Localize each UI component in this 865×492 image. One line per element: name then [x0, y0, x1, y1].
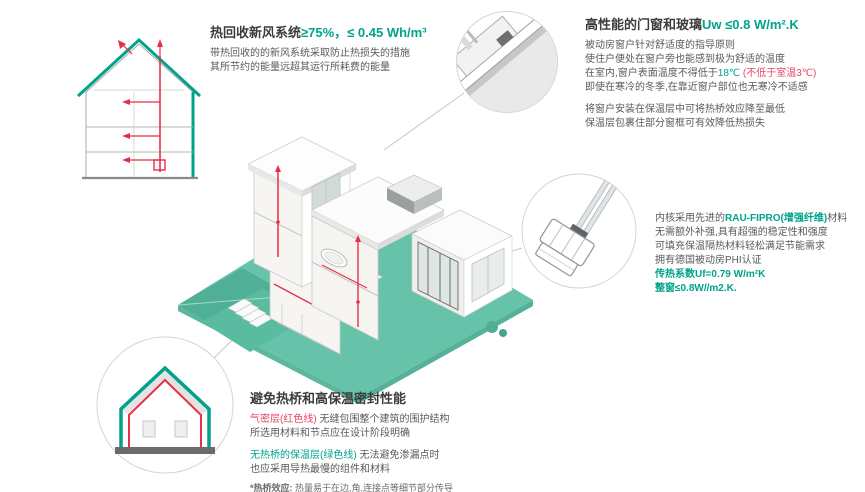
- thermal-footnote: *热桥效应: 热量易于在边,角,连接点等细节部分传导: [250, 483, 454, 492]
- text-line: 保温层包裹住部分窗框可有效降低热损失: [585, 118, 765, 129]
- window-detail-illustration: [456, 11, 558, 113]
- profile-section: 内核采用先进的RAU-FIPRO(增强纤维)材料 无需额外补强,具有超强的稳定性…: [655, 212, 865, 296]
- spacer: [250, 441, 560, 449]
- window-profile-illustration: [521, 173, 637, 289]
- ventilation-title: 热回收新风系统≥75%，≤ 0.45 Wh/m³: [210, 22, 480, 41]
- text-line: 整窗≤0.8W//m2.K.: [655, 283, 737, 294]
- text-line: 在室内,窗户表面温度不得低于18℃ (不低于室温3℃): [585, 68, 817, 79]
- thermal-section: 避免热桥和高保温密封性能 气密层(红色线) 无缝包围整个建筑的围护结构 所选用材…: [250, 388, 560, 492]
- stairs: [227, 298, 274, 328]
- text-line: 被动房窗户针对舒适度的指导原则: [585, 40, 735, 51]
- insulation-layer-line: [119, 365, 211, 447]
- duct-tower: [275, 165, 281, 257]
- text-line: 无需额外补强,具有超强的稳定性和强度: [655, 227, 828, 238]
- text-line: 内核采用先进的RAU-FIPRO(增强纤维)材料: [655, 213, 848, 224]
- text-line: 无热桥的保温层(绿色线) 无法避免渗漏点时: [250, 450, 440, 461]
- ventilation-title-value: ≥75%，≤ 0.45 Wh/m³: [301, 25, 427, 40]
- windows-section: 高性能的门窗和玻璃Uw ≤0.8 W/m².K 被动房窗户针对舒适度的指导原则 …: [585, 14, 863, 131]
- text-line: 可填充保温隔热材料轻松满足节能需求: [655, 241, 825, 252]
- thermal-title: 避免热桥和高保温密封性能: [250, 391, 407, 406]
- mid-block-cutaway: [311, 174, 445, 341]
- text-line: 也应采用导热最慢的组件和材料: [250, 464, 390, 475]
- text-line: 即使在寒冷的冬季,在靠近窗户部位也无寒冷不适感: [585, 82, 808, 93]
- text-line: 其所节约的能量远超其运行所耗费的能量: [210, 62, 390, 73]
- ventilation-title-text: 热回收新风系统: [210, 25, 302, 40]
- text-line: 所选用材料和节点应在设计阶段明确: [250, 428, 410, 439]
- glazed-wing: [411, 209, 513, 318]
- text-line: 将窗户安装在保温层中可将热桥效应降至最低: [585, 104, 785, 115]
- thermal-envelope-illustration: [96, 336, 234, 474]
- duct-mid: [321, 235, 368, 327]
- spacer: [585, 95, 863, 103]
- text-line: 使住户便处在窗户旁也能感到极为舒适的温度: [585, 54, 785, 65]
- airtight-layer-line: [128, 378, 202, 447]
- insulated-roof-line: [76, 37, 202, 98]
- text-line: 气密层(红色线) 无缝包围整个建筑的围护结构: [250, 414, 450, 425]
- text-line: 带热回收的的新风系统采取防止热损失的措施: [210, 48, 410, 59]
- windows-title-value: Uw ≤0.8 W/m².K: [702, 17, 799, 32]
- ventilation-duct: [118, 39, 166, 172]
- ventilation-section: 热回收新风系统≥75%，≤ 0.45 Wh/m³ 带热回收的的新风系统采取防止热…: [210, 22, 480, 75]
- text-line: 拥有德国被动房PHI认证: [655, 255, 762, 266]
- windows-title: 高性能的门窗和玻璃Uw ≤0.8 W/m².K: [585, 14, 863, 33]
- ventilation-house-illustration: [76, 37, 202, 180]
- foundation-slab: [115, 447, 215, 454]
- windows-title-text: 高性能的门窗和玻璃: [585, 17, 703, 32]
- text-line: 传热系数Uf=0.79 W/m²K: [655, 269, 766, 280]
- heat-recovery-unit: [153, 159, 166, 171]
- isometric-house-illustration: [177, 136, 533, 404]
